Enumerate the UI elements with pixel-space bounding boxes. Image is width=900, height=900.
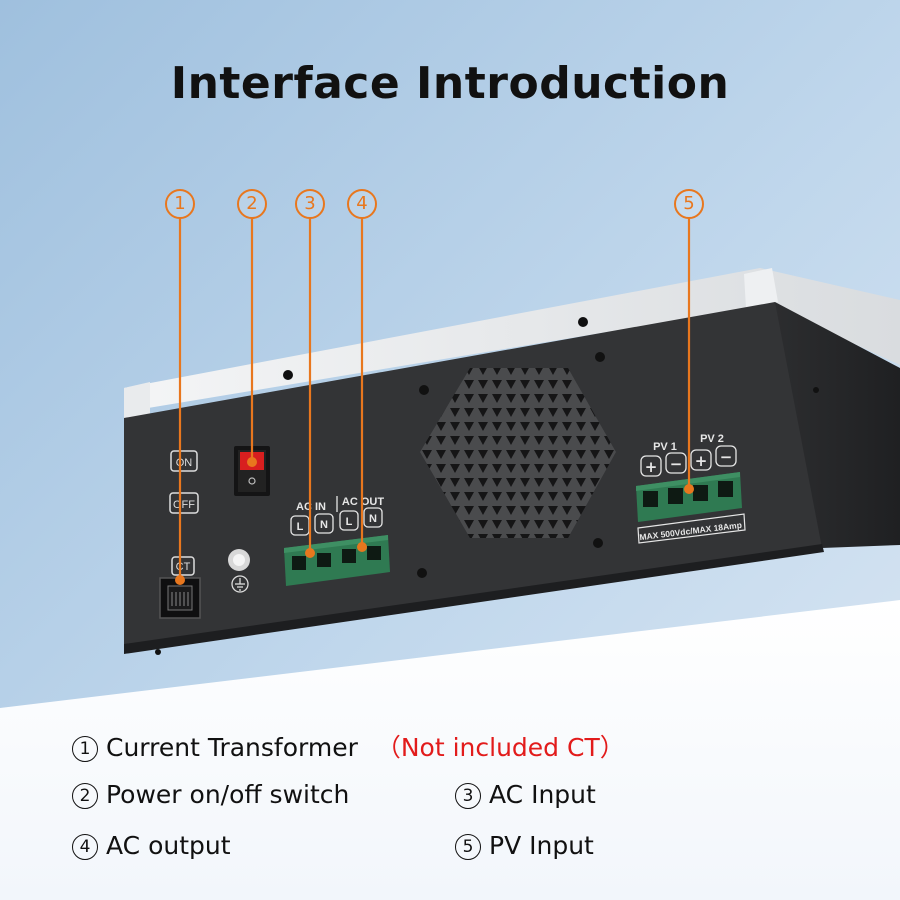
pv1-plus-label: + bbox=[645, 458, 658, 476]
legend-item-4: 4 AC output bbox=[72, 831, 231, 860]
legend-note: （Not included CT） bbox=[375, 733, 625, 762]
callout-3: 3 bbox=[295, 189, 325, 219]
legend-text: PV Input bbox=[489, 831, 594, 860]
pv2-plus-label: + bbox=[695, 452, 708, 470]
legend-number: 4 bbox=[72, 834, 98, 860]
legend-number: 2 bbox=[72, 783, 98, 809]
svg-text:ON: ON bbox=[176, 457, 193, 469]
page-title: Interface Introduction bbox=[170, 58, 730, 109]
legend-number: 3 bbox=[455, 783, 481, 809]
svg-text:CT: CT bbox=[176, 561, 191, 573]
pv1-minus-label: − bbox=[670, 455, 683, 473]
legend-item-2: 2 Power on/off switch bbox=[72, 780, 349, 809]
callout-2: 2 bbox=[237, 189, 267, 219]
legend-number: 1 bbox=[72, 736, 98, 762]
svg-text:OFF: OFF bbox=[173, 499, 195, 511]
ground-terminal bbox=[228, 549, 250, 593]
ac-in-n-label: N bbox=[320, 519, 328, 531]
legend-text: AC Input bbox=[489, 780, 596, 809]
callout-1: 1 bbox=[165, 189, 195, 219]
legend-number: 5 bbox=[455, 834, 481, 860]
off-label: OFF bbox=[169, 492, 199, 514]
legend-text: Power on/off switch bbox=[106, 780, 350, 809]
ac-out-n-label: N bbox=[369, 513, 377, 525]
legend-text: Current Transformer bbox=[106, 733, 358, 762]
power-switch[interactable] bbox=[234, 446, 270, 496]
legend-item-1: 1 Current Transformer （Not included CT） bbox=[72, 728, 625, 764]
callout-4: 4 bbox=[347, 189, 377, 219]
pv2-label: PV 2 bbox=[700, 433, 724, 445]
ac-out-label: AC OUT bbox=[342, 496, 384, 508]
legend-item-3: 3 AC Input bbox=[455, 780, 596, 809]
pv1-label: PV 1 bbox=[653, 441, 677, 453]
callout-5: 5 bbox=[674, 189, 704, 219]
pv2-minus-label: − bbox=[720, 448, 733, 466]
legend-item-5: 5 PV Input bbox=[455, 831, 594, 860]
ac-in-l-label: L bbox=[297, 521, 304, 533]
legend-text: AC output bbox=[106, 831, 231, 860]
ac-out-l-label: L bbox=[346, 516, 353, 528]
